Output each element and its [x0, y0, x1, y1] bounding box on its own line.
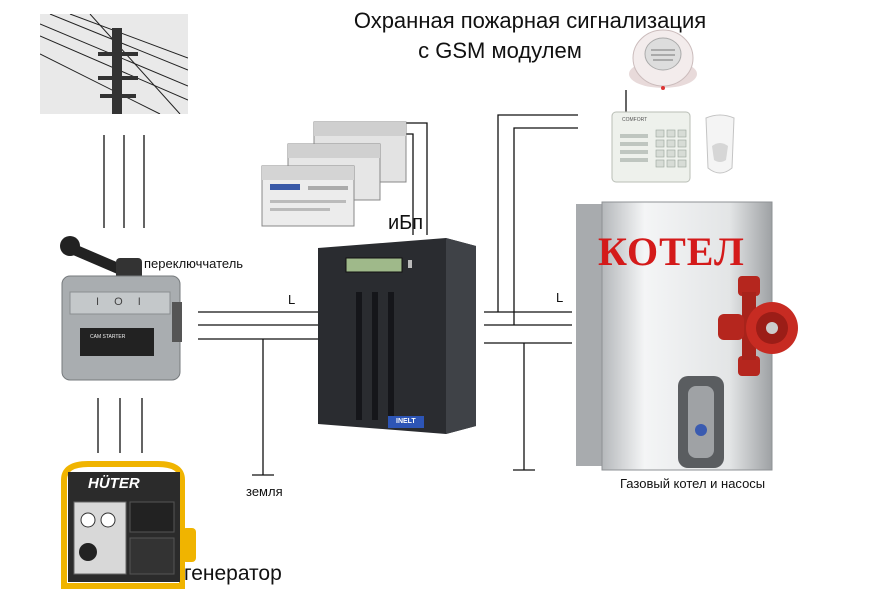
switch-sticker: CAM STARTER	[90, 334, 126, 340]
motion-sensor-icon	[705, 114, 735, 174]
ground-label: земля	[246, 484, 283, 499]
ups-icon	[318, 238, 476, 434]
alarm-title-line1: Охранная пожарная сигнализация	[353, 8, 707, 33]
pump-icon	[718, 276, 798, 376]
switch-label: переключчатель	[144, 256, 244, 271]
battery-icon	[261, 121, 407, 227]
alarm-title-line2: с GSM модулем	[418, 38, 582, 63]
generator-brand: HÜTER	[88, 475, 140, 492]
alarm-keypad: COMFORT	[608, 90, 692, 184]
generator-icon	[61, 461, 196, 589]
wire-ups-alarm-1	[497, 114, 578, 312]
line-label-right: L	[556, 290, 564, 305]
switch-icon	[60, 236, 182, 381]
gas-boiler	[574, 200, 798, 472]
keypad-brand: COMFORT	[622, 117, 648, 123]
power-pole-photo	[39, 13, 189, 115]
generator-label: генератор	[184, 562, 282, 585]
circulation-pump	[716, 274, 802, 378]
keypad-icon	[611, 90, 691, 183]
ups-brand: INELT	[396, 418, 416, 425]
battery-bank	[258, 114, 416, 230]
power-pole-icon	[39, 13, 189, 115]
line-label-left: L	[288, 292, 296, 307]
boiler-title: КОТЕЛ	[598, 229, 745, 274]
changeover-switch: I O I CAM STARTER	[56, 232, 186, 388]
alarm-title: Охранная пожарная сигнализация с GSM мод…	[320, 6, 740, 66]
smoke-detector	[626, 20, 700, 92]
ups-label: иБп	[388, 212, 424, 234]
boiler-caption: Газовый котел и насосы	[620, 476, 766, 491]
wire-ups-alarm-2	[513, 127, 578, 325]
generator: HÜTER	[58, 458, 198, 590]
ups-unit: INELT	[316, 236, 478, 436]
smoke-detector-icon	[629, 29, 697, 90]
switch-plate-text: I O I	[96, 296, 147, 308]
motion-sensor	[702, 112, 738, 178]
